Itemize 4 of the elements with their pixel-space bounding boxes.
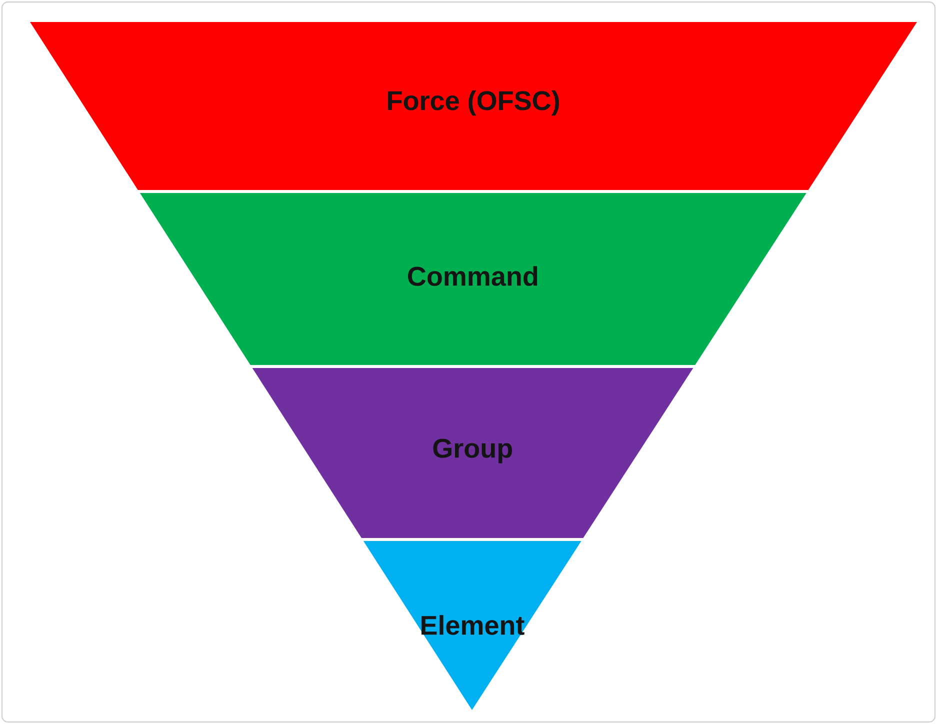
trapezoid-band: Command (140, 193, 806, 365)
trapezoid-band: Group (252, 368, 694, 538)
trapezoid-band: Element (363, 541, 582, 710)
trapezoid-band: Force (OFSC) (30, 22, 917, 190)
